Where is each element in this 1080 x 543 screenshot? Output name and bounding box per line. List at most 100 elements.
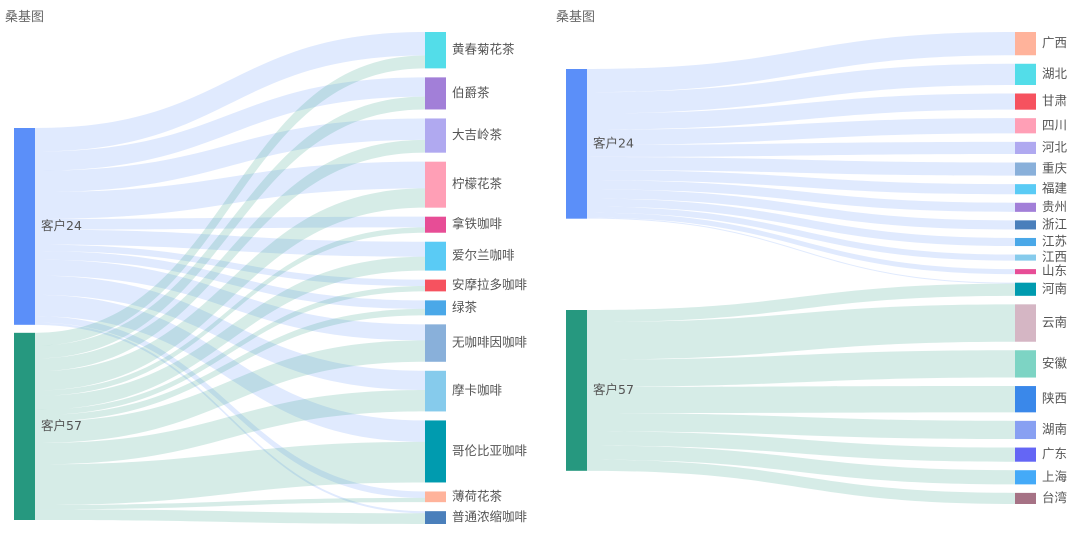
sankey-node-target[interactable] [1015, 32, 1036, 56]
sankey-link[interactable] [587, 170, 1015, 195]
sankey-link[interactable] [587, 32, 1015, 93]
sankey-link[interactable] [587, 189, 1015, 230]
sankey-node-target[interactable] [1015, 282, 1036, 296]
sankey-link[interactable] [35, 286, 425, 416]
sankey-node-target[interactable] [1015, 470, 1036, 485]
sankey-node-target[interactable] [425, 216, 446, 233]
sankey-node-target[interactable] [1015, 162, 1036, 176]
sankey-node-target[interactable] [1015, 269, 1036, 275]
node-label: 陕西 [1042, 391, 1067, 406]
sankey-link[interactable] [587, 459, 1015, 504]
node-label: 客户57 [593, 382, 634, 397]
sankey-link[interactable] [35, 244, 425, 287]
sankey-link[interactable] [35, 441, 425, 506]
sankey-link[interactable] [35, 509, 425, 524]
sankey-link[interactable] [35, 390, 425, 465]
sankey-node-target[interactable] [425, 511, 446, 524]
sankey-node-target[interactable] [1015, 420, 1036, 440]
sankey-link[interactable] [587, 445, 1015, 485]
sankey-link[interactable] [35, 259, 425, 341]
sankey-link[interactable] [35, 161, 425, 219]
sankey-link[interactable] [35, 497, 425, 510]
sankey-node-target[interactable] [1015, 447, 1036, 462]
sankey-link[interactable] [587, 198, 1015, 247]
sankey-node-target[interactable] [425, 279, 446, 292]
node-label: 安徽 [1042, 355, 1068, 370]
sankey-link[interactable] [35, 322, 425, 514]
sankey-node-target[interactable] [1015, 141, 1036, 154]
node-label: 上海 [1042, 469, 1068, 484]
node-label: 广西 [1042, 35, 1067, 50]
node-label: 无咖啡因咖啡 [452, 335, 528, 350]
sankey-node-target[interactable] [1015, 93, 1036, 110]
sankey-node-target[interactable] [425, 161, 446, 208]
sankey-link[interactable] [35, 340, 425, 443]
sankey-link[interactable] [35, 55, 425, 346]
sankey-link[interactable] [35, 32, 425, 152]
sankey-node-target[interactable] [1015, 202, 1036, 212]
sankey-node-target[interactable] [1015, 304, 1036, 342]
sankey-link[interactable] [587, 304, 1015, 360]
sankey-link[interactable] [587, 156, 1015, 176]
sankey-link[interactable] [35, 308, 425, 422]
sankey-link[interactable] [35, 275, 425, 391]
sankey-link[interactable] [35, 294, 425, 442]
sankey-node-target[interactable] [425, 32, 446, 69]
sankey-link[interactable] [587, 413, 1015, 440]
sankey-link[interactable] [35, 251, 425, 309]
sankey-node-target[interactable] [425, 77, 446, 110]
node-label: 湖北 [1042, 66, 1068, 81]
sankey-node-target[interactable] [1015, 184, 1036, 195]
sankey-node-target[interactable] [425, 300, 446, 316]
sankey-node-target[interactable] [425, 491, 446, 503]
sankey-link[interactable] [35, 118, 425, 193]
sankey-node-target[interactable] [1015, 492, 1036, 504]
node-label: 普通浓缩咖啡 [452, 509, 528, 524]
sankey-link[interactable] [587, 141, 1015, 157]
node-label: 浙江 [1042, 216, 1067, 231]
sankey-node-target[interactable] [1015, 63, 1036, 86]
sankey-link[interactable] [35, 229, 425, 257]
sankey-link[interactable] [587, 212, 1015, 275]
sankey-node-target[interactable] [1015, 220, 1036, 230]
node-label: 薄荷花茶 [452, 488, 503, 503]
links [587, 32, 1015, 504]
sankey-node-target[interactable] [425, 420, 446, 483]
chart-title: 桑基图 [556, 10, 596, 25]
sankey-link[interactable] [587, 350, 1015, 387]
sankey-node-target[interactable] [1015, 254, 1036, 261]
sankey-node-source[interactable] [566, 310, 587, 471]
sankey-node-source[interactable] [566, 69, 587, 219]
sankey-link[interactable] [35, 216, 425, 230]
sankey-node-target[interactable] [1015, 386, 1036, 413]
sankey-link[interactable] [35, 96, 425, 359]
sankey-link[interactable] [587, 206, 1015, 261]
sankey-node-target[interactable] [425, 370, 446, 412]
sankey-node-target[interactable] [425, 118, 446, 153]
sankey-node-target[interactable] [1015, 237, 1036, 247]
sankey-node-source[interactable] [14, 128, 35, 325]
sankey-link[interactable] [587, 217, 1015, 284]
node-label: 大吉岭茶 [452, 127, 503, 142]
node-label: 江苏 [1042, 234, 1067, 249]
chart-title: 桑基图 [5, 10, 45, 25]
sankey-link[interactable] [587, 93, 1015, 130]
sankey-node-source[interactable] [14, 332, 35, 520]
sankey-link[interactable] [35, 188, 425, 391]
sankey-node-target[interactable] [1015, 118, 1036, 134]
sankey-link[interactable] [35, 77, 425, 171]
sankey-link[interactable] [587, 180, 1015, 212]
sankey-node-target[interactable] [1015, 350, 1036, 378]
sankey-link[interactable] [587, 63, 1015, 114]
sankey-link[interactable] [587, 283, 1015, 323]
sankey-link[interactable] [587, 118, 1015, 145]
sankey-node-target[interactable] [425, 324, 446, 362]
sankey-link[interactable] [35, 256, 425, 410]
sankey-link[interactable] [587, 431, 1015, 462]
node-label: 广东 [1042, 446, 1067, 461]
sankey-link[interactable] [587, 386, 1015, 414]
sankey-link[interactable] [35, 316, 425, 498]
sankey-link[interactable] [35, 227, 425, 396]
sankey-link[interactable] [35, 139, 425, 372]
sankey-node-target[interactable] [425, 241, 446, 271]
